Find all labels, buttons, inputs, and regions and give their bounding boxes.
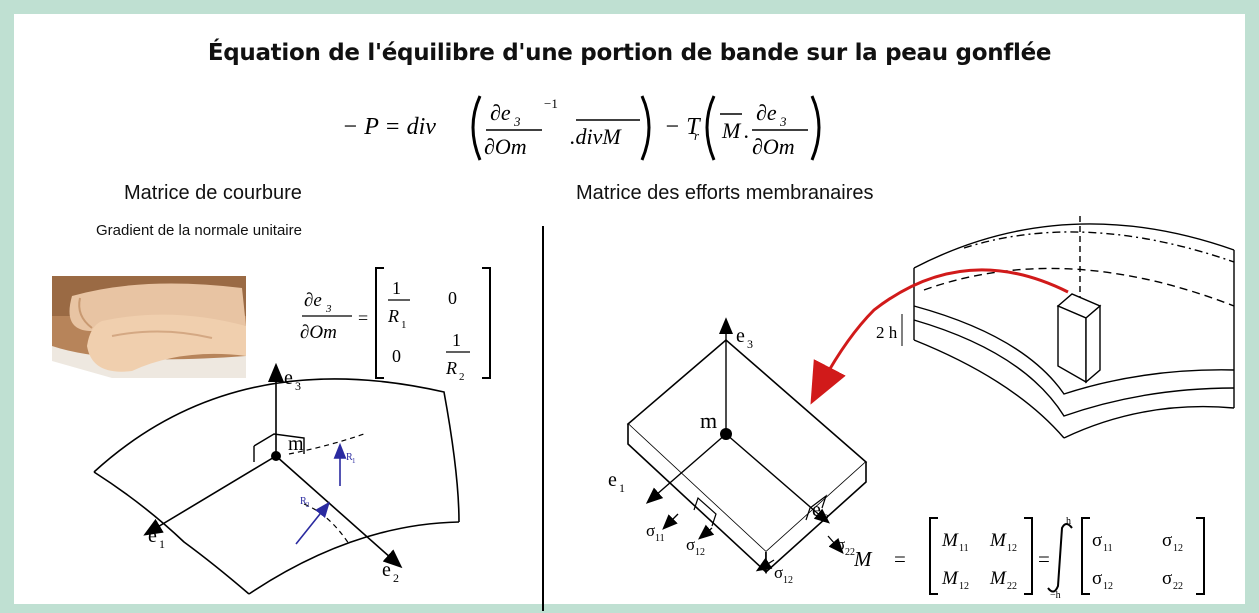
eq-divm: .divM bbox=[570, 124, 622, 149]
meq-s11: σ bbox=[1092, 530, 1102, 551]
meq-M: M bbox=[854, 547, 873, 571]
membrane-equation: M = M 11 M 12 M 12 M 22 = h −h σ 11 σ 12… bbox=[854, 516, 1205, 600]
eq-frac1-num-sub: 3 bbox=[513, 114, 521, 129]
left-e2-sub: 2 bbox=[393, 571, 399, 585]
left-r1-label: R bbox=[346, 452, 353, 463]
page-title: Équation de l'équilibre d'une portion de… bbox=[207, 40, 1052, 66]
sigma11-label: σ bbox=[646, 521, 655, 540]
curv-num: ∂e bbox=[304, 290, 322, 311]
eq-frac1-den: ∂Om bbox=[484, 134, 527, 159]
left-e3-label: e bbox=[284, 367, 293, 389]
main-equation: − P = div ∂e 3 ∂Om −1 .divM − T r M . ∂e… bbox=[342, 95, 821, 161]
eq-power: −1 bbox=[544, 96, 558, 111]
sigma12a-label: σ bbox=[686, 535, 695, 554]
eq-dot: . bbox=[744, 118, 750, 143]
right-e1-label: e bbox=[608, 469, 617, 491]
thickness-label: 2 h bbox=[876, 323, 898, 342]
meq-s11-sub: 11 bbox=[1103, 543, 1113, 554]
right-m-label: m bbox=[700, 408, 717, 433]
meq-s22-sub: 22 bbox=[1173, 581, 1183, 592]
curvature-surface-diagram: e 3 m e 1 e 2 R 1 R 2 bbox=[93, 362, 460, 595]
eq-mbar: M bbox=[721, 118, 742, 143]
left-e2-label: e bbox=[382, 559, 391, 581]
meq-m21-sub: 12 bbox=[959, 581, 969, 592]
eq-minus-tr: − T bbox=[664, 114, 701, 140]
left-r1-sub: 1 bbox=[352, 457, 356, 465]
eq-frac2-num-sub: 3 bbox=[779, 114, 787, 129]
sigma11-sub: 11 bbox=[655, 533, 665, 544]
meq-s21-sub: 12 bbox=[1103, 581, 1113, 592]
right-e3-label: e bbox=[736, 325, 745, 347]
right-e1-sub: 1 bbox=[619, 481, 625, 495]
meq-m22: M bbox=[989, 568, 1007, 589]
section-divider bbox=[542, 226, 544, 611]
feet-photo bbox=[52, 276, 246, 378]
sigma12b-label: σ bbox=[774, 563, 783, 582]
meq-m11: M bbox=[941, 530, 959, 551]
curv-m22-den: R bbox=[445, 358, 457, 378]
eq-lhs: − P = div bbox=[342, 114, 436, 140]
sigma22-label: σ bbox=[836, 535, 845, 554]
curv-m11-num: 1 bbox=[392, 278, 401, 298]
feet-photo-illustration bbox=[52, 276, 246, 378]
left-heading: Matrice de courbure bbox=[124, 182, 302, 204]
left-e1-label: e bbox=[148, 525, 157, 547]
membrane-forces-diagram: 2 h e 3 m e 1 e bbox=[608, 216, 1235, 586]
eq-tr-sub: r bbox=[694, 128, 700, 143]
meq-s12: σ bbox=[1162, 530, 1172, 551]
eq-frac1-num: ∂e bbox=[490, 100, 511, 125]
curv-m22-num: 1 bbox=[452, 330, 461, 350]
eq-frac2-num: ∂e bbox=[756, 100, 777, 125]
meq-m12-sub: 12 bbox=[1007, 543, 1017, 554]
curv-m11-sub: 1 bbox=[401, 319, 407, 331]
curv-num-sub: 3 bbox=[325, 303, 332, 315]
curv-equals: = bbox=[358, 308, 368, 328]
meq-equals-2: = bbox=[1038, 547, 1050, 571]
left-r2-label: R bbox=[300, 496, 307, 507]
meq-s22: σ bbox=[1162, 568, 1172, 589]
right-heading: Matrice des efforts membranaires bbox=[576, 182, 874, 204]
meq-s21: σ bbox=[1092, 568, 1102, 589]
eq-frac2-den: ∂Om bbox=[752, 134, 795, 159]
left-subheading: Gradient de la normale unitaire bbox=[96, 222, 302, 239]
meq-s12-sub: 12 bbox=[1173, 543, 1183, 554]
right-e3-sub: 3 bbox=[747, 337, 753, 351]
right-e2-sub: 2 bbox=[823, 511, 829, 525]
meq-int-lower: −h bbox=[1050, 590, 1061, 600]
meq-int-upper: h bbox=[1066, 516, 1071, 527]
curv-m21: 0 bbox=[392, 346, 401, 366]
figure-panel: Équation de l'équilibre d'une portion de… bbox=[14, 14, 1245, 611]
sigma22-sub: 22 bbox=[845, 547, 855, 558]
curv-m11-den: R bbox=[387, 306, 399, 326]
sigma12a-sub: 12 bbox=[695, 547, 705, 558]
left-e3-sub: 3 bbox=[295, 379, 301, 393]
sigma12b-sub: 12 bbox=[783, 575, 793, 586]
left-r2-sub: 2 bbox=[306, 501, 310, 509]
meq-m21: M bbox=[941, 568, 959, 589]
left-e1-sub: 1 bbox=[159, 537, 165, 551]
curv-den: ∂Om bbox=[300, 322, 337, 343]
meq-m22-sub: 22 bbox=[1007, 581, 1017, 592]
right-e2-label: e bbox=[812, 499, 821, 521]
curv-m12: 0 bbox=[448, 288, 457, 308]
meq-m11-sub: 11 bbox=[959, 543, 969, 554]
curv-m22-sub: 2 bbox=[459, 371, 465, 382]
meq-m12: M bbox=[989, 530, 1007, 551]
left-m-label: m bbox=[288, 433, 304, 455]
curvature-equation: ∂e 3 ∂Om = 1 R 1 0 0 1 R 2 bbox=[300, 267, 491, 382]
meq-equals: = bbox=[894, 547, 906, 571]
